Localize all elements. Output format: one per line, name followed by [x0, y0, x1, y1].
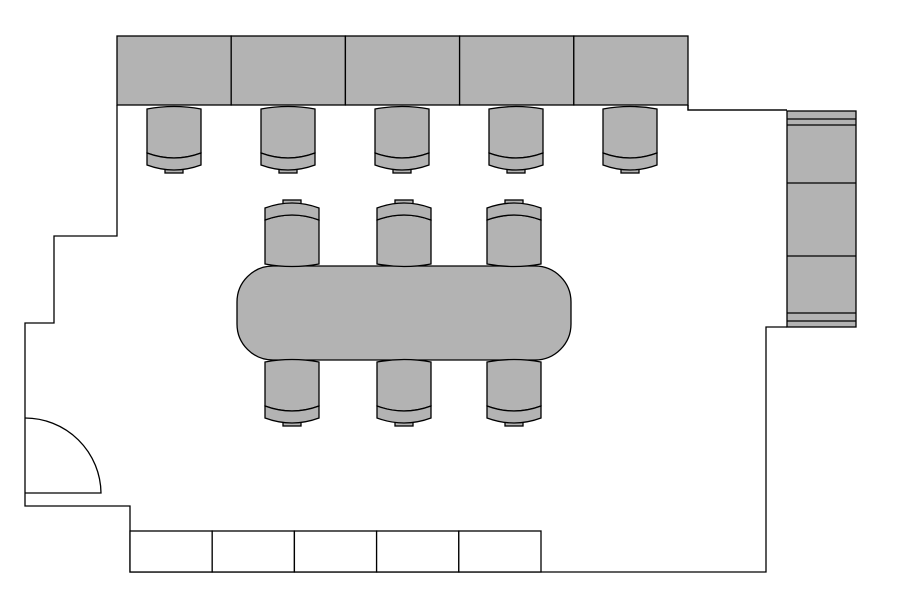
room-walls	[687, 105, 787, 111]
door	[24, 417, 102, 494]
cabinet	[293, 530, 378, 573]
cabinet	[129, 530, 213, 573]
chair	[264, 358, 320, 427]
chair	[486, 199, 542, 268]
chair	[264, 199, 320, 268]
room-walls-outline	[24, 105, 787, 573]
bottom-cabinets	[129, 530, 542, 573]
chairs	[146, 105, 658, 427]
chair	[374, 105, 430, 174]
cabinet	[116, 35, 232, 106]
top-cabinets	[116, 35, 689, 106]
cabinet	[458, 530, 542, 573]
cabinet	[375, 530, 460, 573]
cabinet	[458, 35, 575, 106]
chair	[376, 199, 432, 268]
chair	[376, 358, 432, 427]
cabinet	[230, 35, 347, 106]
conference-table	[236, 265, 572, 361]
cabinet	[344, 35, 461, 106]
cabinet	[211, 530, 296, 573]
chair	[488, 105, 544, 174]
chair	[146, 105, 202, 174]
chair	[486, 358, 542, 427]
chair	[602, 105, 658, 174]
cabinet	[573, 35, 689, 106]
chair	[260, 105, 316, 174]
sofa	[786, 110, 857, 328]
